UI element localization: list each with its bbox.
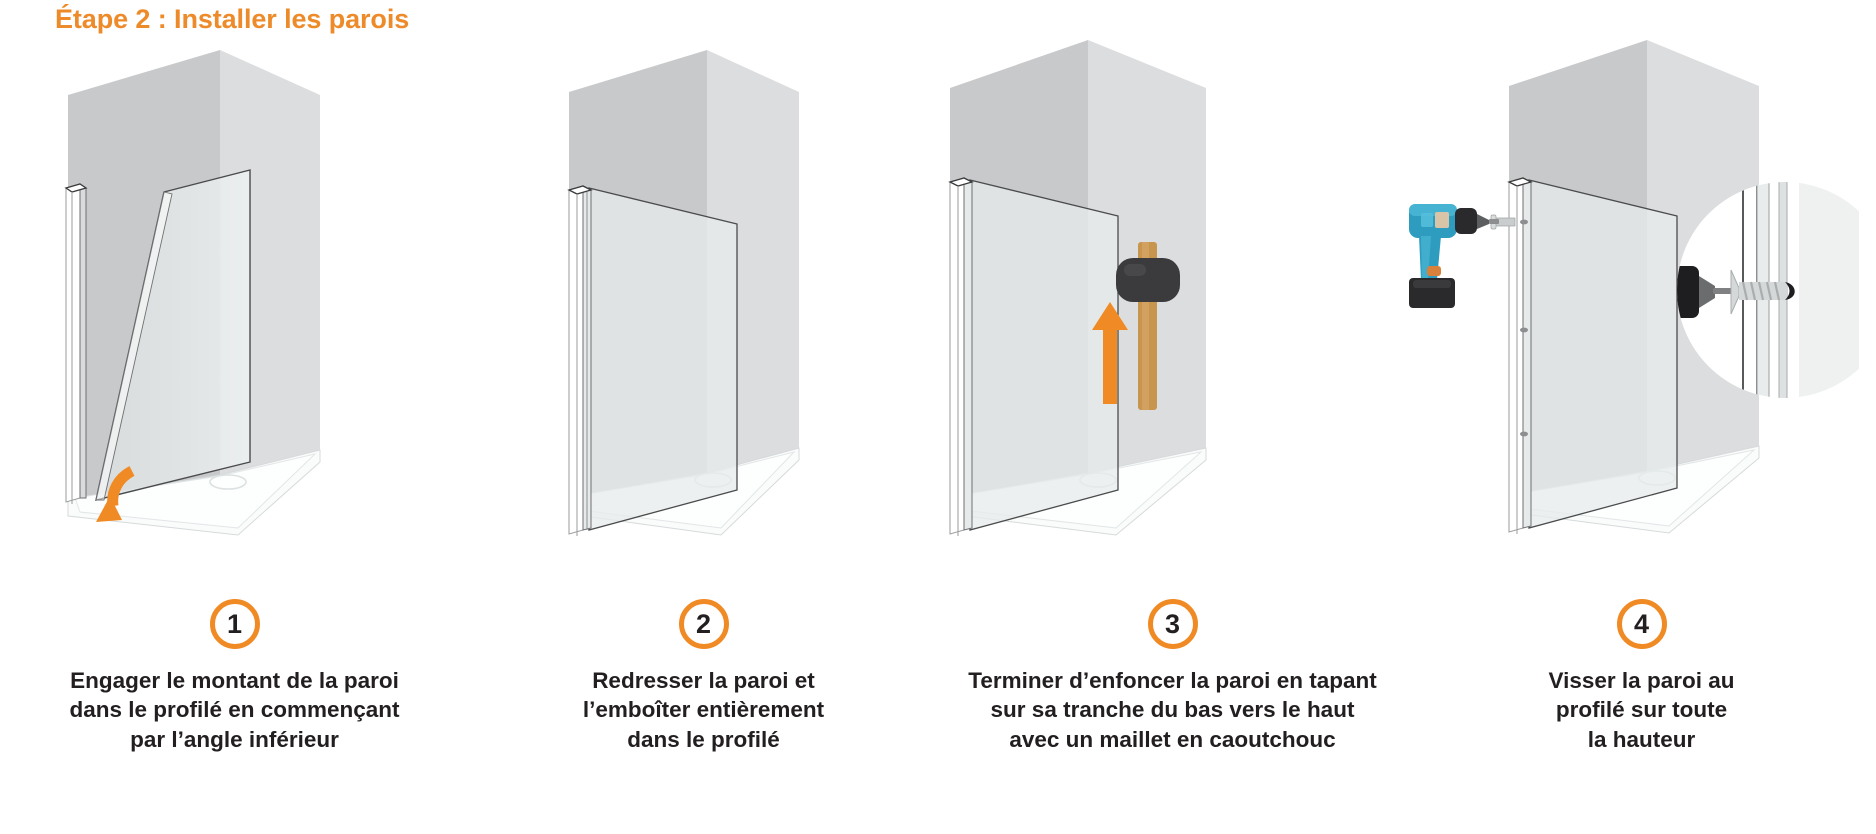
caption-line: Terminer d’enfoncer la paroi en tapant bbox=[968, 668, 1377, 693]
step-4-svg bbox=[1409, 40, 1876, 534]
step-1-illustration bbox=[0, 30, 469, 590]
step-panel-2: 2 Redresser la paroi et l’emboîter entiè… bbox=[469, 30, 938, 834]
step-panel-4: 4 Visser la paroi au profilé sur toute l… bbox=[1407, 30, 1876, 834]
step-2-badge-wrap: 2 bbox=[469, 590, 938, 658]
wall-profile bbox=[567, 185, 593, 536]
wall-profile bbox=[64, 183, 88, 504]
up-arrow-icon bbox=[1092, 302, 1128, 404]
step-4-illustration bbox=[1407, 30, 1876, 590]
magnifier-detail bbox=[1677, 182, 1876, 398]
curved-down-left-arrow-icon bbox=[96, 466, 135, 522]
glass-panel-upright bbox=[1528, 179, 1678, 529]
step-3-svg bbox=[948, 40, 1207, 536]
cordless-drill-icon bbox=[1409, 204, 1499, 308]
glass-panel-upright bbox=[588, 187, 738, 531]
steps-container: 1 Engager le montant de la paroi dans le… bbox=[0, 30, 1876, 834]
step-1-badge-wrap: 1 bbox=[0, 590, 469, 658]
caption-line: la hauteur bbox=[1587, 726, 1696, 752]
page-title: Étape 2 : Installer les parois bbox=[55, 4, 410, 34]
tray-top bbox=[74, 453, 317, 529]
step-2-svg bbox=[567, 50, 800, 536]
step-panel-1: 1 Engager le montant de la paroi dans le… bbox=[0, 30, 469, 834]
screw-marks bbox=[1520, 219, 1528, 437]
caption-line: l’emboîter entièrement bbox=[582, 697, 825, 723]
step-number-badge: 3 bbox=[1147, 599, 1198, 649]
step-2-caption: Redresser la paroi et l’emboîter entière… bbox=[469, 658, 938, 754]
step-number-badge: 4 bbox=[1616, 599, 1667, 649]
glass-panel-tilted bbox=[95, 169, 251, 501]
step-3-caption: Terminer d’enfoncer la paroi en tapant s… bbox=[938, 658, 1407, 754]
step-number-badge: 2 bbox=[678, 599, 729, 649]
step-1-svg bbox=[64, 50, 321, 536]
step-4-badge-wrap: 4 bbox=[1407, 590, 1876, 658]
caption-line: Redresser la paroi et bbox=[592, 668, 815, 693]
caption-line: profilé sur toute bbox=[1555, 697, 1728, 723]
step-2-illustration bbox=[469, 30, 938, 590]
caption-line: avec un maillet en caoutchouc bbox=[1009, 726, 1336, 752]
rubber-mallet-icon bbox=[1116, 242, 1180, 410]
wall-profile bbox=[948, 177, 974, 536]
drain-icon bbox=[209, 474, 247, 490]
step-panel-3: 3 Terminer d’enfoncer la paroi en tapant… bbox=[938, 30, 1407, 834]
caption-line: dans le profilé en commençant bbox=[69, 697, 400, 723]
glass-panel-upright bbox=[969, 179, 1119, 531]
caption-line: sur sa tranche du bas vers le haut bbox=[990, 697, 1355, 723]
caption-line: dans le profilé bbox=[627, 726, 780, 752]
step-4-caption: Visser la paroi au profilé sur toute la … bbox=[1407, 658, 1876, 754]
caption-line: Engager le montant de la paroi bbox=[70, 668, 399, 693]
caption-line: par l’angle inférieur bbox=[130, 726, 339, 752]
step-3-badge-wrap: 3 bbox=[938, 590, 1407, 658]
caption-line: Visser la paroi au bbox=[1548, 668, 1735, 693]
step-number-badge: 1 bbox=[209, 599, 260, 649]
wall-profile bbox=[1507, 177, 1533, 534]
step-3-illustration bbox=[938, 30, 1407, 590]
step-1-caption: Engager le montant de la paroi dans le p… bbox=[0, 658, 469, 754]
